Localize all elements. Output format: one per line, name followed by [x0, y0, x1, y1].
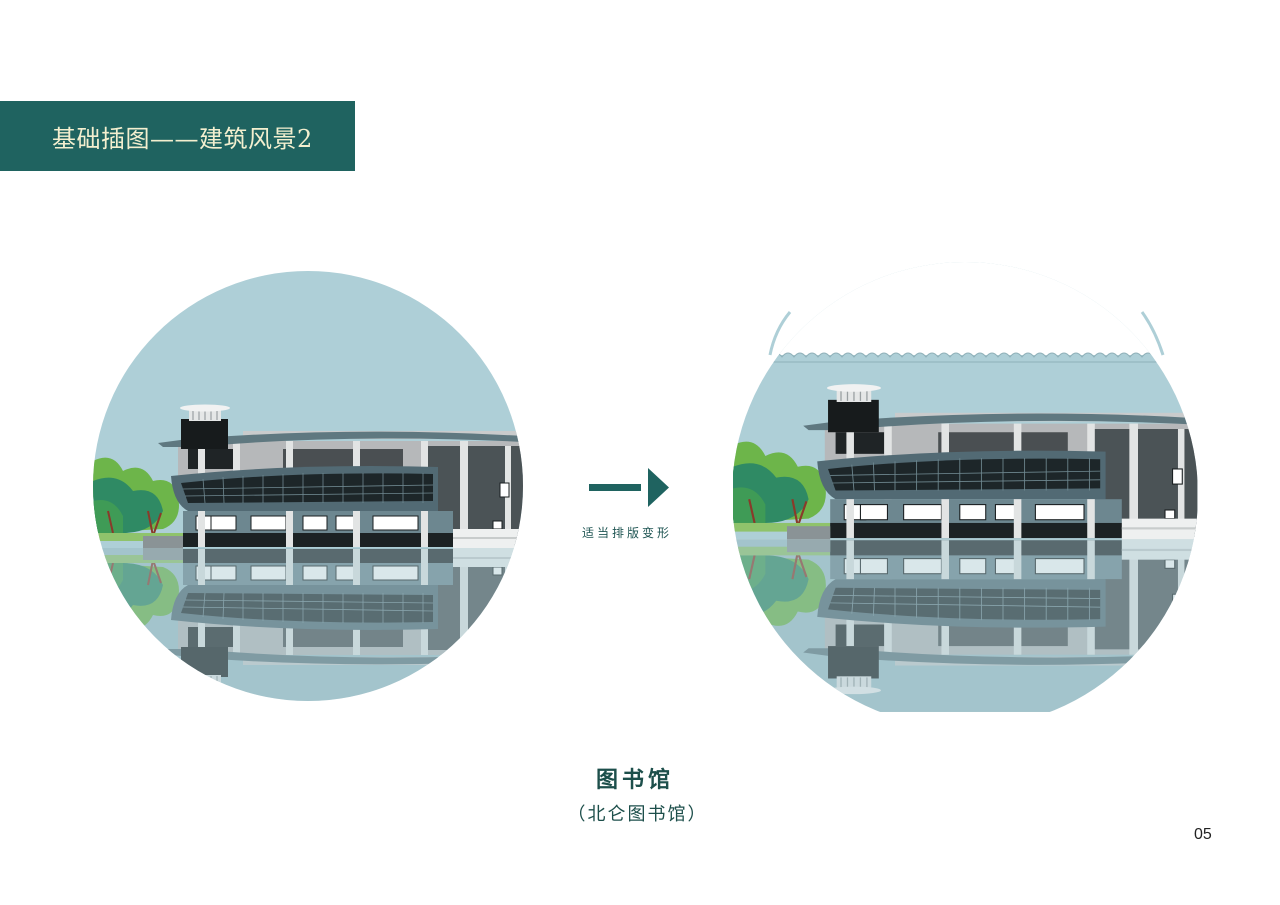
adapted-library-illustration [732, 262, 1198, 712]
page-number: 05 [1194, 826, 1212, 843]
section-title-banner: 基础插图——建筑风景2 [0, 101, 355, 171]
caption-subtitle: （北仑图书馆） [567, 804, 708, 825]
caption-title: 图书馆 [595, 767, 674, 793]
transform-label: 适当排版变形 [581, 526, 672, 540]
arrow-right-icon [589, 468, 669, 507]
original-library-illustration [93, 271, 523, 708]
wave-border [769, 352, 1167, 363]
section-title: 基础插图——建筑风景2 [52, 124, 313, 153]
top-cut-area [732, 262, 1198, 355]
